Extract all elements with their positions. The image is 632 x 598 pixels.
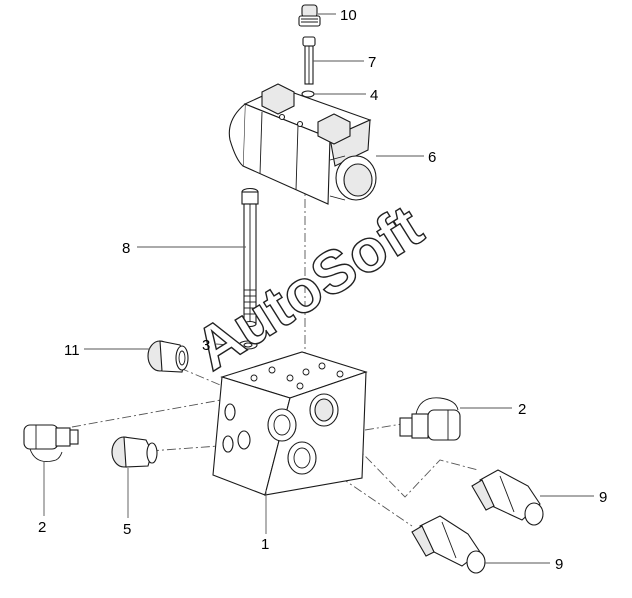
callout-8: 8 xyxy=(122,240,130,257)
part-plug-fitting xyxy=(147,340,189,373)
callout-5: 5 xyxy=(123,521,131,538)
part-solenoid-valve xyxy=(228,83,377,205)
part-pin xyxy=(302,36,316,85)
part-cartridge-valve-lower xyxy=(411,515,486,574)
callout-9-upper: 9 xyxy=(599,489,607,506)
part-nut-plug xyxy=(111,436,158,468)
part-quick-coupling-left xyxy=(23,424,79,463)
callout-10: 10 xyxy=(340,7,357,24)
callout-9-lower: 9 xyxy=(555,556,563,573)
callout-2-left: 2 xyxy=(38,519,46,536)
callout-11: 11 xyxy=(64,342,80,359)
part-long-bolt xyxy=(241,187,259,328)
part-washer xyxy=(238,340,258,350)
callout-2-right: 2 xyxy=(518,401,526,418)
callout-labels: 10 7 4 6 8 3 11 2 2 5 1 9 9 xyxy=(38,7,607,573)
callout-7: 7 xyxy=(368,54,376,71)
part-cap xyxy=(298,4,321,27)
leader-lines xyxy=(43,13,594,564)
callout-4: 4 xyxy=(370,87,378,104)
callout-1: 1 xyxy=(261,536,269,553)
part-quick-coupling-right xyxy=(399,397,461,441)
part-manifold-block xyxy=(212,351,368,496)
callout-3: 3 xyxy=(202,337,210,354)
callout-6: 6 xyxy=(428,149,436,166)
part-cartridge-valve-upper xyxy=(471,469,544,526)
